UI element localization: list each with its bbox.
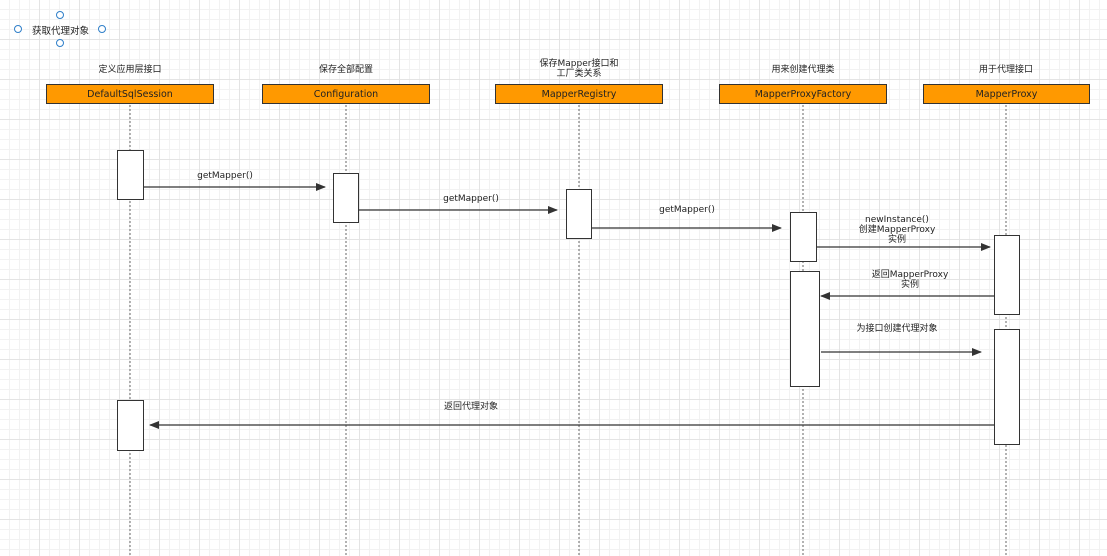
selection-handle-right[interactable] — [98, 25, 106, 33]
activation-registry[interactable] — [566, 189, 592, 239]
caption-session: 定义应用层接口 — [98, 65, 162, 75]
message-arrows — [143, 183, 994, 429]
participant-configuration[interactable]: Configuration — [262, 84, 430, 104]
activation-session-1[interactable] — [117, 150, 144, 200]
message-label-3: getMapper() — [659, 205, 715, 215]
selection-handle-left[interactable] — [14, 25, 22, 33]
caption-registry: 保存Mapper接口和 工厂类关系 — [539, 59, 619, 79]
message-label-1: getMapper() — [197, 171, 253, 181]
activation-proxy-1[interactable] — [994, 235, 1020, 315]
selection-handle-bottom[interactable] — [56, 39, 64, 47]
caption-factory: 用来创建代理类 — [771, 65, 835, 75]
activation-factory-2[interactable] — [790, 271, 820, 387]
participant-registry[interactable]: MapperRegistry — [495, 84, 663, 104]
activation-session-2[interactable] — [117, 400, 144, 451]
participant-proxy[interactable]: MapperProxy — [923, 84, 1090, 104]
message-label-4: newInstance() 创建MapperProxy 实例 — [858, 215, 936, 245]
caption-configuration: 保存全部配置 — [318, 65, 373, 75]
message-label-5: 返回MapperProxy 实例 — [871, 270, 949, 290]
selection-handle-top[interactable] — [56, 11, 64, 19]
message-label-2: getMapper() — [443, 194, 499, 204]
message-label-6: 为接口创建代理对象 — [856, 324, 938, 334]
participant-factory[interactable]: MapperProxyFactory — [719, 84, 887, 104]
caption-proxy: 用于代理接口 — [978, 65, 1033, 75]
activation-proxy-2[interactable] — [994, 329, 1020, 445]
message-label-7: 返回代理对象 — [443, 402, 499, 412]
selected-text-label[interactable]: 获取代理对象 — [32, 26, 90, 37]
activation-factory-1[interactable] — [790, 212, 817, 262]
participant-session[interactable]: DefaultSqlSession — [46, 84, 214, 104]
activation-configuration[interactable] — [333, 173, 359, 223]
